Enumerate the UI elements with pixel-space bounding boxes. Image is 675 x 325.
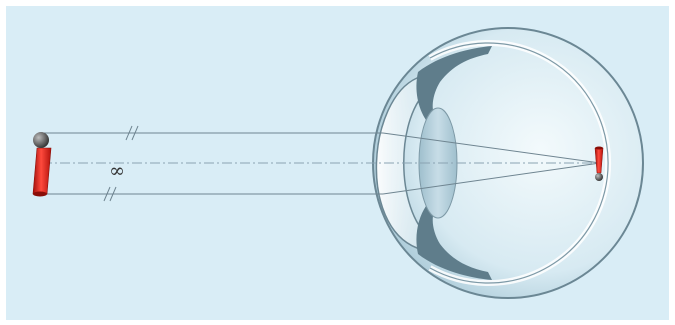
- infinity-label: ∞: [109, 160, 125, 182]
- object-figure-icon: [33, 132, 51, 197]
- eyeball: [373, 28, 643, 298]
- image-figure-icon: [595, 147, 603, 182]
